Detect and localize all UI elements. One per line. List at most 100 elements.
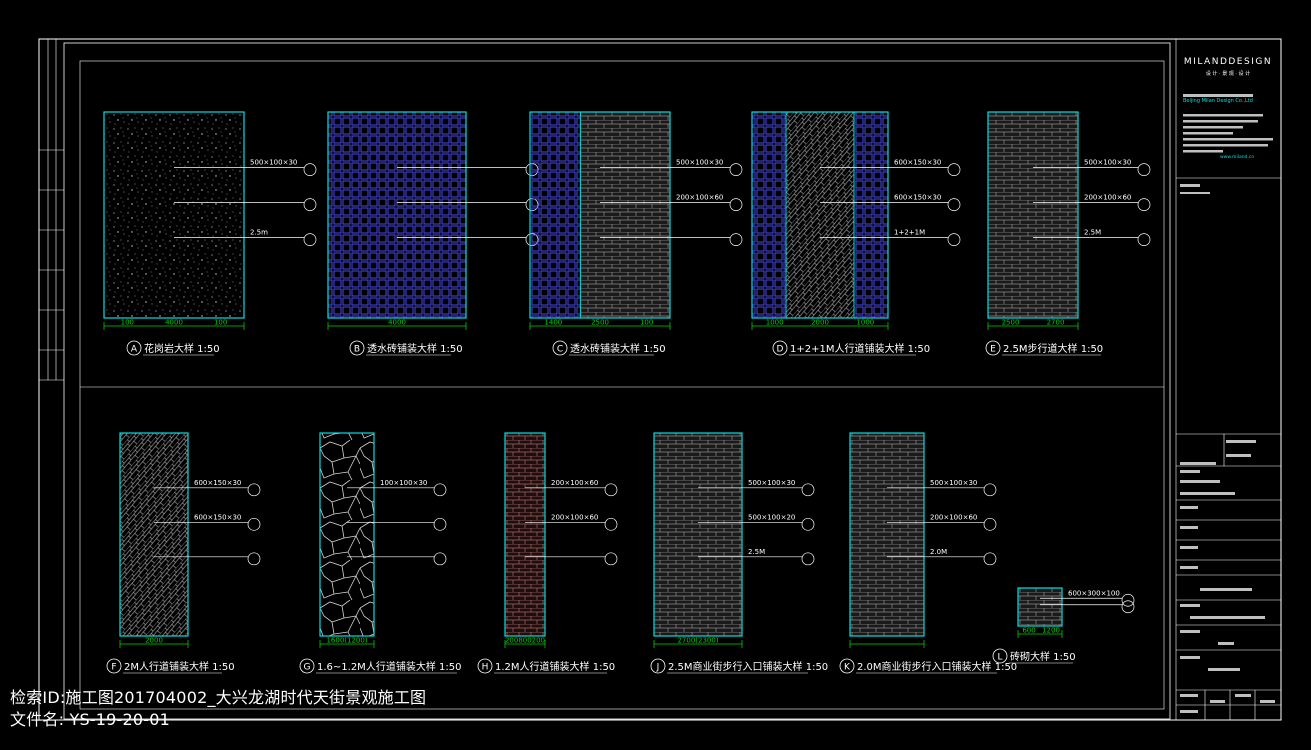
panel-outline: [319, 432, 375, 637]
leader-note: 2.5M: [748, 548, 765, 556]
title-block-placeholders: [1180, 94, 1275, 713]
panel-id-circle: [299, 658, 315, 674]
leader-note: 200×100×60: [930, 513, 977, 521]
dimension-label: 1600(1200): [326, 637, 367, 645]
leader-note: 500×100×30: [748, 479, 795, 487]
dimension-label: 200: [532, 637, 545, 645]
panel-outline: [119, 432, 189, 637]
panel-id: D: [777, 345, 784, 355]
overlay-search-id: 检索ID:施工图201704002_大兴龙湖时代天街景观施工图: [10, 688, 427, 707]
panel-title: 1.2M人行道铺装大样 1:50: [495, 660, 615, 673]
texture-brick: [580, 112, 670, 318]
inner-frame: [63, 42, 1171, 720]
dimension-label: 600: [1022, 627, 1035, 635]
dimension-label: 4000: [165, 319, 183, 327]
leader-note: 200×100×60: [1084, 194, 1131, 202]
panel-id-circle: [106, 658, 122, 674]
panel-id-circle: [552, 340, 568, 356]
brand-tagline: 设 计 · 景 观 · 设 计: [1206, 70, 1250, 77]
panel-id-circle: [349, 340, 365, 356]
brand-name: MILANDDESIGN: [1184, 57, 1272, 67]
dimension-label: 2000: [811, 319, 829, 327]
leader-note: 500×100×30: [250, 159, 297, 167]
leader-note: 500×100×30: [930, 479, 977, 487]
dimension-label: 1000: [766, 319, 784, 327]
dimension-label: 2700: [1047, 319, 1065, 327]
panel-id-circle: [126, 340, 142, 356]
dimension-label: 2500: [1002, 319, 1020, 327]
panel-outline: [1017, 587, 1063, 627]
panel-title: 2M人行道铺装大样 1:50: [124, 660, 235, 673]
leader-note: 500×100×20: [748, 513, 795, 521]
panel-id-circle: [839, 658, 855, 674]
leader-note: 1+2+1M: [894, 229, 925, 237]
panel-outline: [504, 432, 546, 637]
texture-grid-left: [752, 112, 786, 318]
overlay-filename: 文件名: YS-19-20-01: [10, 710, 171, 729]
title-block: [1175, 39, 1281, 720]
panel-id: B: [354, 345, 360, 355]
panel-outline: [987, 111, 1079, 319]
panel-id: J: [656, 663, 660, 673]
dimension-label: 1000: [856, 319, 874, 327]
outer-frame: [38, 38, 1282, 721]
panel-title: 花岗岩大样 1:50: [144, 342, 220, 355]
dimension-label: 2500: [591, 319, 609, 327]
dimension-label: 1200: [1042, 627, 1060, 635]
dimension-label: 100: [214, 319, 227, 327]
company-name-en: Beijing Milan Design Co.,Ltd: [1183, 98, 1253, 104]
panel-id-circle: [992, 648, 1008, 664]
panel-id: C: [557, 345, 563, 355]
leader-note: 500×100×30: [676, 159, 723, 167]
dimension-label: 800: [518, 637, 531, 645]
leader-note: 600×150×30: [894, 194, 941, 202]
leader-note: 600×300×100: [1068, 589, 1120, 597]
dimension-label: 2000: [145, 637, 163, 645]
revision-strip: [39, 39, 64, 381]
panel-outline: [849, 432, 925, 637]
leader-note: 2.5m: [250, 229, 268, 237]
dimension-label: 2700(2300): [677, 637, 718, 645]
panel-title: 透水砖铺装大样 1:50: [570, 342, 666, 355]
dimension-label: 100: [121, 319, 134, 327]
panel-id: L: [997, 653, 1002, 663]
panel-id-circle: [477, 658, 493, 674]
panel-title: 1+2+1M人行道铺装大样 1:50: [790, 342, 930, 355]
panel-outline: [751, 111, 889, 319]
leader-note: 2.5M: [1084, 229, 1101, 237]
panel-title: 2.5M商业街步行入口铺装大样 1:50: [668, 660, 828, 673]
dimension-label: 200: [505, 637, 518, 645]
texture-brick: [988, 112, 1078, 318]
dimension-label: 1400: [544, 319, 562, 327]
panel-outline: [327, 111, 467, 319]
panel-j: 2700(2300) 500×100×30 500×100×20 2.5M J 2.5M商…: [650, 432, 828, 674]
panel-id: K: [844, 663, 851, 673]
leader-note: 600×150×30: [194, 479, 241, 487]
texture-brick: [654, 433, 742, 636]
texture-brick-red: [505, 433, 545, 636]
texture-grid: [328, 112, 466, 318]
panel-id-circle: [772, 340, 788, 356]
texture-hatch: [786, 112, 854, 318]
texture-hatch: [120, 433, 188, 636]
leader-note: 200×100×60: [551, 479, 598, 487]
texture-stone: [320, 433, 374, 636]
leader-note: 600×150×30: [194, 513, 241, 521]
panel-id: H: [482, 663, 489, 673]
company-web: www.miland.cn: [1220, 154, 1254, 160]
dimension-label: 4000: [388, 319, 406, 327]
panel-id: G: [304, 663, 311, 673]
texture-grid-right: [854, 112, 888, 318]
dimension-label: 100: [640, 319, 653, 327]
panel-id-circle: [985, 340, 1001, 356]
content-frame: [79, 60, 1165, 710]
